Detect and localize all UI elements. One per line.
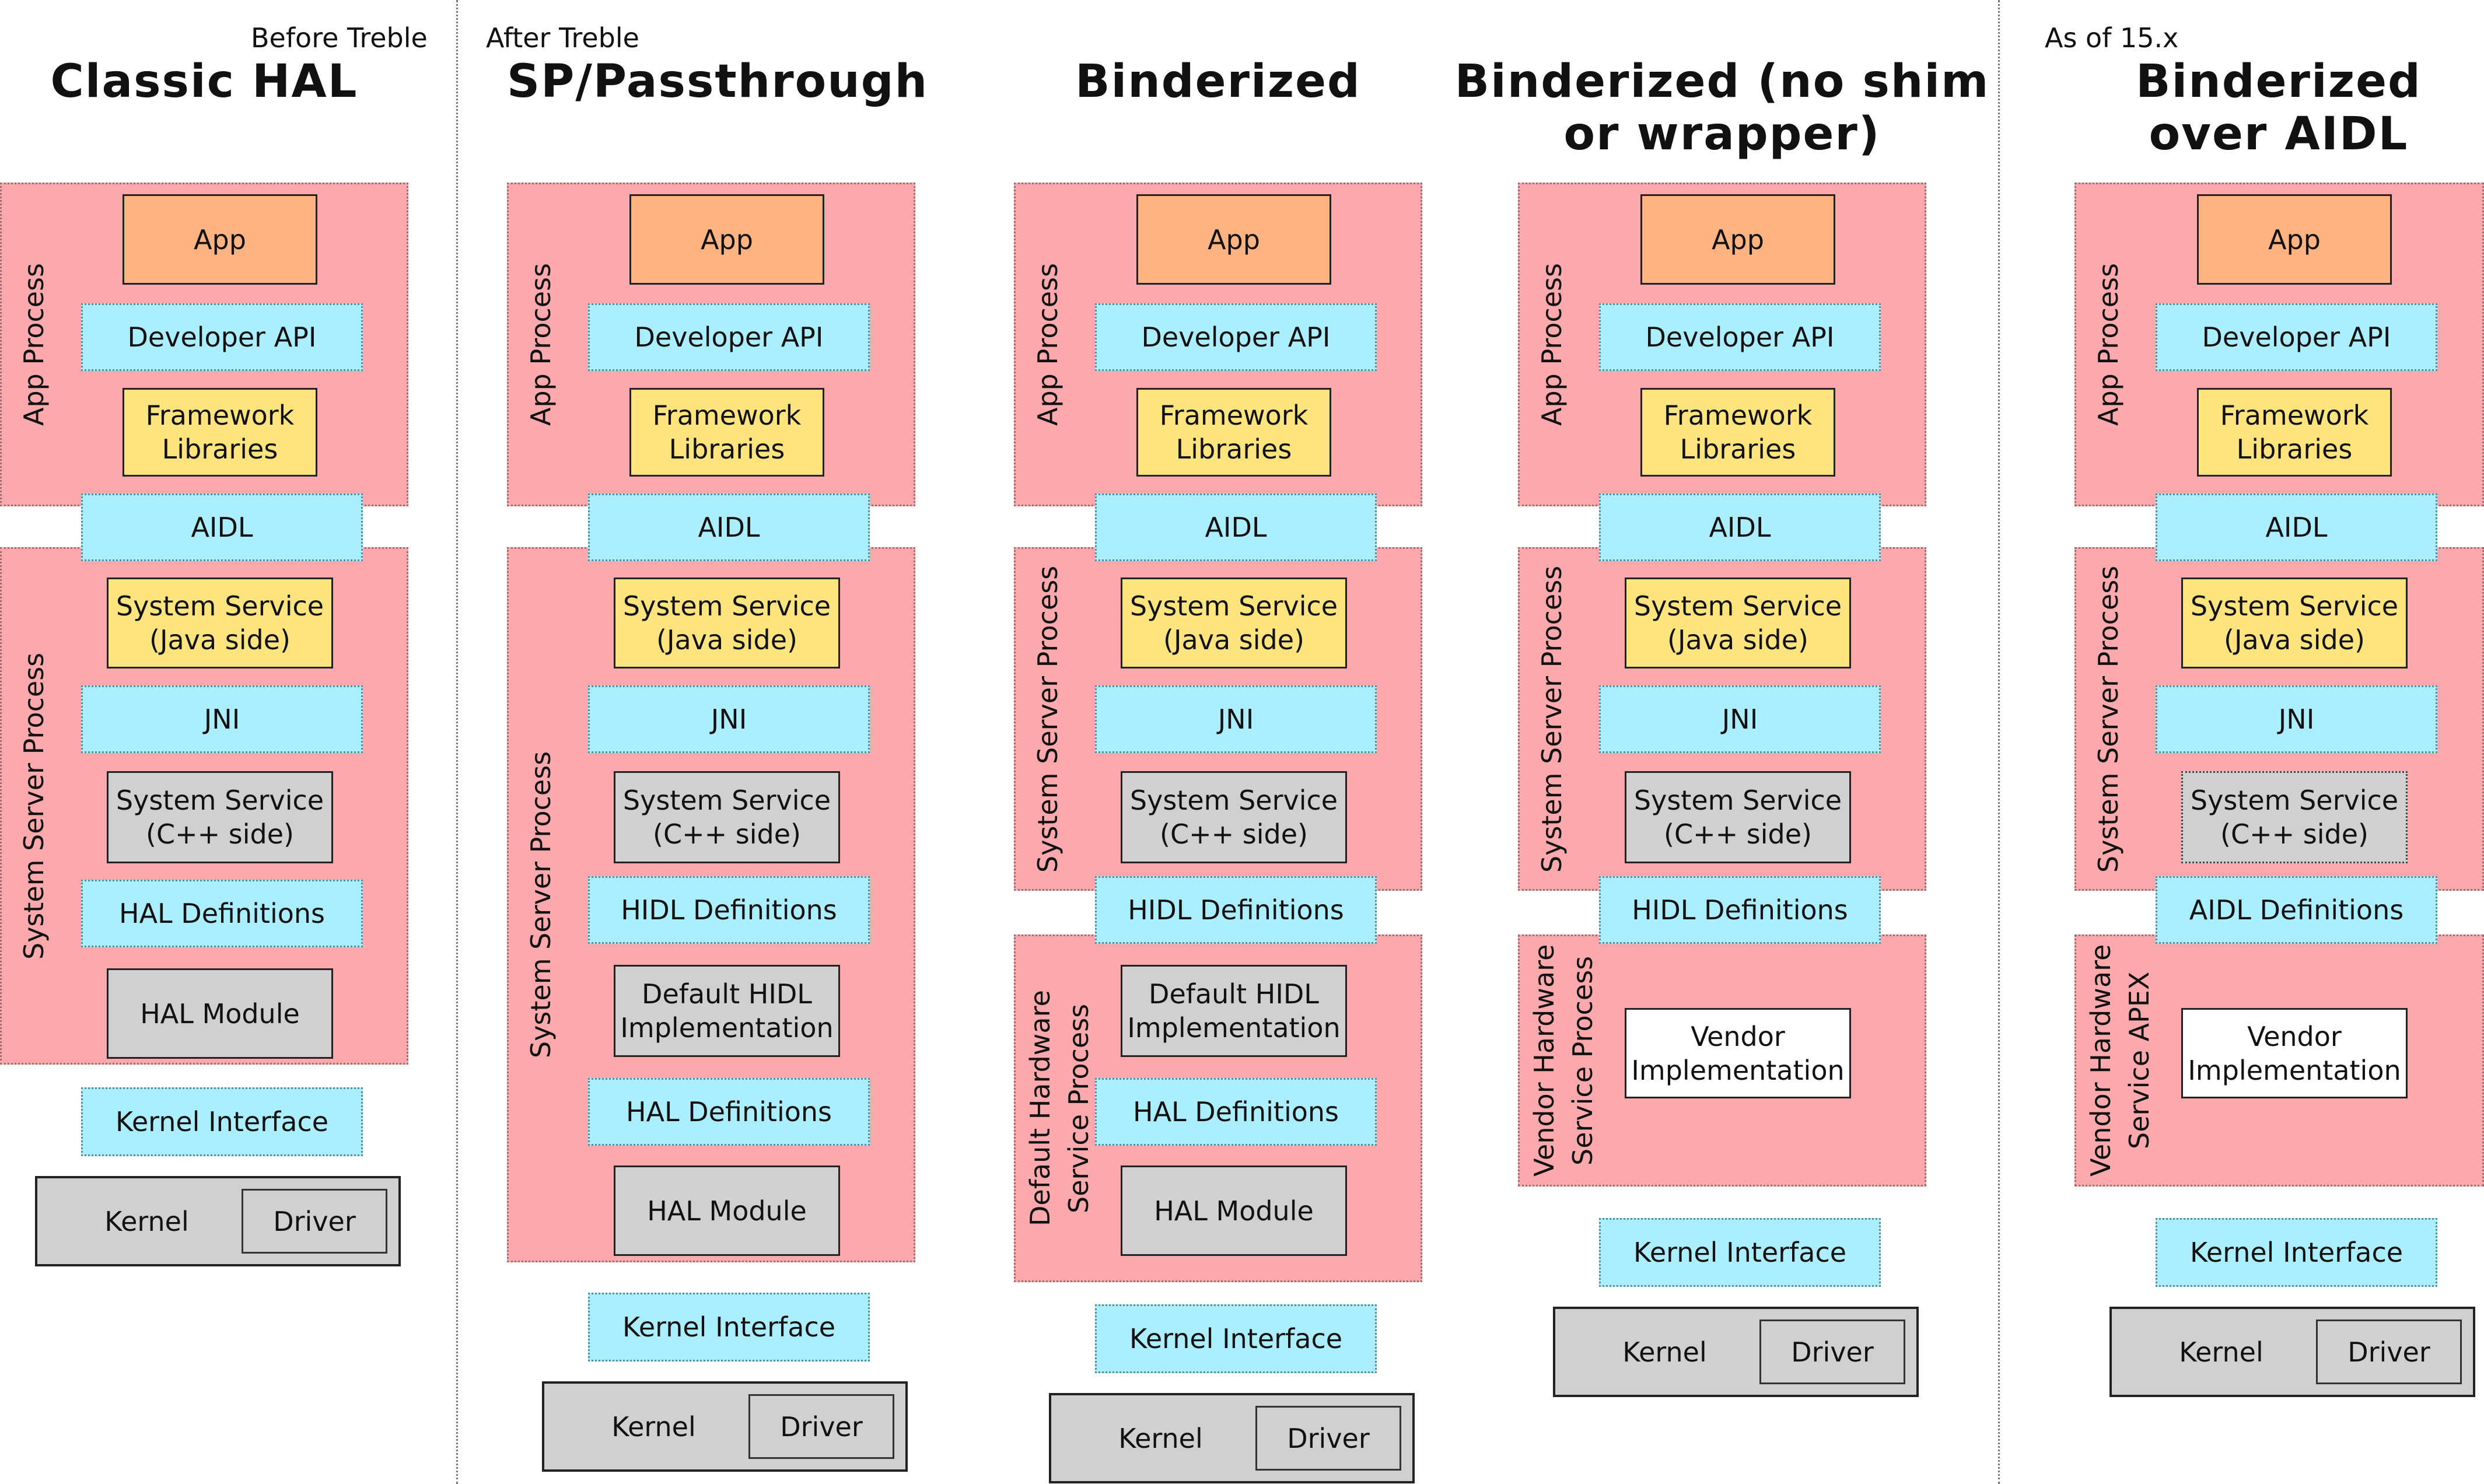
jni-box: JNI (2156, 685, 2437, 753)
driver-box: Driver (2316, 1320, 2462, 1384)
hal-definitions-box: HAL Definitions (1095, 1078, 1377, 1146)
system-service-cpp-box: System Service (C++ side) (1121, 771, 1347, 863)
column-title: SP/Passthrough (507, 55, 929, 108)
system-service-java-box: System Service (Java side) (2181, 578, 2408, 668)
system-server-label: System Server Process (1536, 565, 1568, 873)
vendor-implementation-box: Vendor Implementation (1625, 1008, 1851, 1098)
kernel-label: Kernel (104, 1205, 189, 1237)
driver-box: Driver (748, 1394, 894, 1459)
framework-libraries-box: Framework Libraries (1640, 388, 1835, 477)
aidl-box: AIDL (1599, 494, 1881, 561)
hal-definitions-box: HAL Definitions (81, 880, 363, 947)
system-service-cpp-box: System Service (C++ side) (107, 771, 333, 863)
kernel-box: Kernel Driver (542, 1381, 908, 1472)
developer-api-box: Developer API (588, 303, 870, 371)
app-process-label: App Process (2093, 263, 2124, 426)
hidl-definitions-box: HIDL Definitions (1599, 876, 1881, 944)
kernel-box: Kernel Driver (35, 1176, 401, 1266)
framework-libraries-box: Framework Libraries (2197, 388, 2392, 477)
jni-box: JNI (81, 685, 363, 753)
system-service-java-box: System Service (Java side) (1625, 578, 1851, 668)
system-service-java-box: System Service (Java side) (1121, 578, 1347, 668)
hardware-process-label: Vendor Hardware Service Process (1528, 944, 1598, 1177)
framework-libraries-box: Framework Libraries (123, 388, 317, 477)
framework-libraries-box: Framework Libraries (1136, 388, 1331, 477)
default-hidl-implementation-box: Default HIDL Implementation (1121, 965, 1347, 1057)
column-sp-passthrough: SP/Passthrough App Process System Server… (507, 0, 956, 1484)
developer-api-box: Developer API (1095, 303, 1377, 371)
kernel-label: Kernel (2179, 1336, 2263, 1368)
jni-box: JNI (1095, 685, 1377, 753)
system-service-java-box: System Service (Java side) (614, 578, 840, 668)
system-server-label: System Server Process (525, 751, 557, 1059)
system-server-label: System Server Process (1032, 565, 1063, 873)
app-process-label: App Process (1536, 263, 1568, 426)
developer-api-box: Developer API (2156, 303, 2437, 371)
aidl-box: AIDL (81, 494, 363, 561)
column-title: Binderized over AIDL (2136, 55, 2422, 160)
kernel-interface-box: Kernel Interface (2156, 1218, 2437, 1287)
kernel-box: Kernel Driver (1553, 1307, 1919, 1397)
app-box: App (1640, 194, 1835, 285)
hal-module-box: HAL Module (1121, 1166, 1347, 1256)
kernel-label: Kernel (1622, 1336, 1707, 1368)
driver-box: Driver (1759, 1320, 1905, 1384)
system-server-label: System Server Process (18, 652, 50, 960)
column-title: Binderized (no shim or wrapper) (1454, 55, 1990, 160)
column-binderized: Binderized App Process System Server Pro… (1014, 0, 1463, 1484)
hardware-process-label: Default Hardware Service Process (1024, 990, 1094, 1227)
jni-box: JNI (1599, 685, 1881, 753)
app-box: App (2197, 194, 2392, 285)
column-title: Classic HAL (50, 55, 358, 108)
app-process-label: App Process (1032, 263, 1063, 426)
driver-box: Driver (242, 1189, 387, 1254)
column-binderized-over-aidl: Binderized over AIDL App Process System … (2074, 0, 2484, 1484)
column-title: Binderized (1075, 55, 1361, 108)
after-asof-separator (1998, 0, 2000, 1484)
kernel-interface-box: Kernel Interface (1095, 1304, 1377, 1373)
system-service-java-box: System Service (Java side) (107, 578, 333, 668)
jni-box: JNI (588, 685, 870, 753)
column-binderized-no-shim: Binderized (no shim or wrapper) App Proc… (1455, 0, 1988, 1484)
kernel-interface-box: Kernel Interface (81, 1087, 363, 1156)
developer-api-box: Developer API (81, 303, 363, 371)
before-after-separator (456, 0, 458, 1484)
hardware-process-label: Vendor Hardware Service APEX (2085, 944, 2155, 1177)
system-service-cpp-box: System Service (C++ side) (614, 771, 840, 863)
kernel-label: Kernel (1118, 1422, 1203, 1454)
as-of-header: As of 15.x (2045, 22, 2179, 54)
kernel-box: Kernel Driver (2109, 1307, 2475, 1397)
system-server-label: System Server Process (2093, 565, 2124, 873)
system-service-cpp-box: System Service (C++ side) (2181, 771, 2408, 863)
kernel-interface-box: Kernel Interface (588, 1293, 870, 1362)
app-box: App (629, 194, 824, 285)
kernel-interface-box: Kernel Interface (1599, 1218, 1881, 1287)
app-process-label: App Process (18, 263, 50, 426)
kernel-label: Kernel (611, 1410, 696, 1443)
aidl-box: AIDL (588, 494, 870, 561)
aidl-box: AIDL (1095, 494, 1377, 561)
vendor-implementation-box: Vendor Implementation (2181, 1008, 2408, 1098)
hal-module-box: HAL Module (107, 968, 333, 1059)
app-box: App (1136, 194, 1331, 285)
app-process-label: App Process (525, 263, 557, 426)
driver-box: Driver (1255, 1406, 1401, 1471)
hidl-definitions-box: HIDL Definitions (1095, 876, 1377, 944)
aidl-definitions-box: AIDL Definitions (2156, 876, 2437, 944)
default-hidl-implementation-box: Default HIDL Implementation (614, 965, 840, 1057)
hidl-definitions-box: HIDL Definitions (588, 876, 870, 944)
system-service-cpp-box: System Service (C++ side) (1625, 771, 1851, 863)
developer-api-box: Developer API (1599, 303, 1881, 371)
kernel-box: Kernel Driver (1049, 1393, 1415, 1483)
column-classic-hal: Classic HAL App Process System Server Pr… (0, 0, 449, 1484)
app-box: App (123, 194, 317, 285)
hal-module-box: HAL Module (614, 1166, 840, 1256)
hal-definitions-box: HAL Definitions (588, 1078, 870, 1146)
after-treble-header: After Treble (486, 22, 639, 54)
aidl-box: AIDL (2156, 494, 2437, 561)
framework-libraries-box: Framework Libraries (629, 388, 824, 477)
before-treble-header: Before Treble (251, 22, 428, 54)
